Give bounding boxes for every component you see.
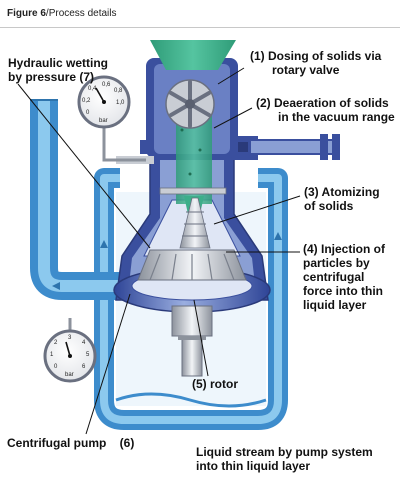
label-atomizing-line-2: of solids <box>304 199 354 213</box>
gauge-bottom-tick-5: 5 <box>86 352 90 358</box>
label-hydraulic-line-2: by pressure (7) <box>8 70 95 84</box>
label-centrifugal-pump: Centrifugal pump (6) <box>7 436 135 450</box>
gauge-bottom-tick-6: 6 <box>82 364 86 370</box>
label-stream-line-1: Liquid stream by pump system <box>196 445 373 459</box>
atomizer <box>159 187 227 249</box>
gauge-bottom-tick-2: 2 <box>54 340 58 346</box>
feed-pipe <box>30 99 130 300</box>
pressure-gauge-top: 0 0,2 0,4 0,6 0,8 1,0 bar <box>77 75 131 129</box>
label-hydraulic-wetting: Hydraulic wetting by pressure (7) <box>8 56 108 84</box>
gauge-top-tick-4: 0,8 <box>114 88 123 94</box>
gauge-bottom-tick-4: 4 <box>82 340 86 346</box>
label-deaeration: (2) Deaeration of solids in the vacuum r… <box>256 96 395 124</box>
label-liquid-stream: Liquid stream by pump system into thin l… <box>196 445 373 473</box>
label-injection-line-4: force into thin <box>303 284 383 298</box>
label-stream-line-2: into thin liquid layer <box>196 459 310 473</box>
gauge-bottom-unit: bar <box>65 372 74 378</box>
label-injection-line-3: centrifugal <box>303 270 365 284</box>
label-dosing: (1) Dosing of solids via rotary valve <box>250 49 381 77</box>
label-atomizing-line-1: (3) Atomizing <box>304 185 380 199</box>
pump-rotor <box>113 249 271 377</box>
label-atomizing: (3) Atomizing of solids <box>304 185 380 213</box>
label-deaeration-line-1: (2) Deaeration of solids <box>256 96 389 110</box>
label-hydraulic-line-1: Hydraulic wetting <box>8 56 109 70</box>
gauge-bottom-tick-1: 1 <box>50 352 54 358</box>
gauge-top-tick-5: 1,0 <box>116 100 125 106</box>
pressure-gauge-bottom: 0 1 2 3 4 5 6 bar <box>43 329 97 383</box>
label-injection: (4) Injection of particles by centrifuga… <box>303 242 385 312</box>
rotary-valve <box>165 79 215 129</box>
flow-arrows <box>52 232 282 290</box>
label-dosing-line-1: (1) Dosing of solids via <box>250 49 382 63</box>
gauge-bottom-tick-0: 0 <box>54 364 58 370</box>
label-injection-line-2: particles by <box>303 256 370 270</box>
gauge-top-tick-2: 0,4 <box>88 86 97 92</box>
gauge-top-unit: bar <box>99 118 108 124</box>
label-injection-line-5: liquid layer <box>303 298 367 312</box>
caption-divider <box>0 27 400 28</box>
gauge-top-tick-3: 0,6 <box>102 82 111 88</box>
label-deaeration-line-2: in the vacuum range <box>278 110 395 124</box>
figure-separator: / <box>45 8 49 19</box>
gauge-bottom-tick-3: 3 <box>68 335 72 341</box>
figure-label: Figure 6 <box>7 8 46 19</box>
figure-title: Process details <box>48 8 117 19</box>
label-rotor: (5) rotor <box>192 377 238 391</box>
figure-caption: Figure 6/Process details <box>7 8 117 19</box>
label-dosing-line-2: rotary valve <box>272 63 340 77</box>
label-injection-line-1: (4) Injection of <box>303 242 385 256</box>
leader-lines <box>17 67 301 435</box>
gauge-top-tick-0: 0 <box>86 110 90 116</box>
gauge-top-tick-1: 0,2 <box>82 98 91 104</box>
